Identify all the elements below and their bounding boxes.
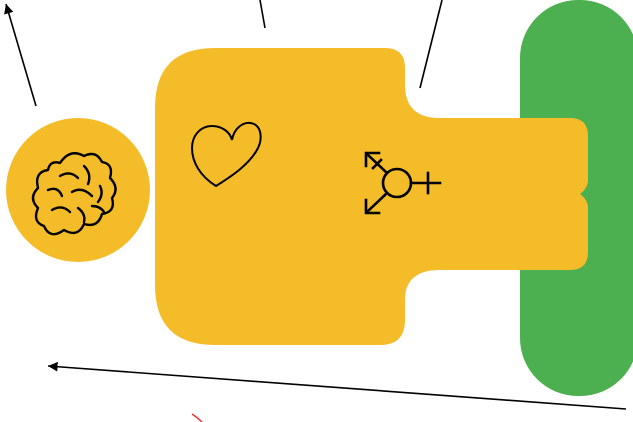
line-torso: [260, 0, 265, 28]
line-hip: [420, 0, 442, 88]
red-mark: [192, 414, 202, 422]
figure-silhouette: [6, 48, 588, 345]
arrow-head-up: [6, 4, 36, 106]
